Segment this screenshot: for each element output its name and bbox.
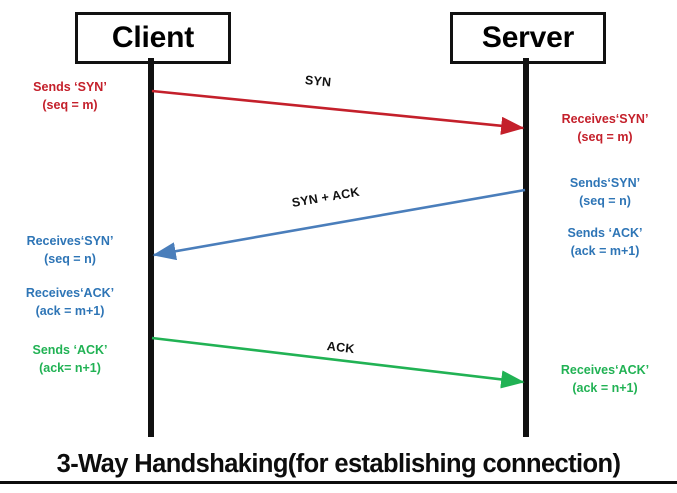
server-note-receives-ack-line1: Receives‘ACK’ xyxy=(560,363,650,377)
client-note-sends-syn-line2: (seq = m) xyxy=(42,98,98,113)
client-note-receives-ack: Receives‘ACK’ (ack = m+1) xyxy=(0,284,140,320)
client-note-sends-ack: Sends ‘ACK’ (ack= n+1) xyxy=(0,341,140,377)
server-note-sends-ack-line1: Sends ‘ACK’ xyxy=(567,226,643,240)
client-note-receives-ack-line1: Receives‘ACK’ xyxy=(25,286,115,300)
client-note-sends-ack-line1: Sends ‘ACK’ xyxy=(32,343,108,357)
diagram-caption: 3-Way Handshaking(for establishing conne… xyxy=(0,450,677,484)
server-node-box: Server xyxy=(450,12,606,64)
client-note-receives-syn: Receives‘SYN’ (seq = n) xyxy=(0,232,140,268)
client-note-receives-syn-line2: (seq = n) xyxy=(44,252,96,267)
arrow-syn xyxy=(151,89,525,135)
client-label: Client xyxy=(111,21,195,54)
client-note-sends-syn: Sends ‘SYN’ (seq = m) xyxy=(0,78,140,114)
message-label-syn: SYN xyxy=(304,73,332,90)
server-note-receives-syn-line2: (seq = m) xyxy=(577,130,633,145)
server-note-sends-syn-line2: (seq = n) xyxy=(579,194,631,209)
message-label-ack: ACK xyxy=(326,339,356,357)
message-label-syn-ack: SYN + ACK xyxy=(290,184,361,210)
server-note-receives-ack: Receives‘ACK’ (ack = n+1) xyxy=(540,361,670,397)
server-note-receives-syn: Receives‘SYN’ (seq = m) xyxy=(540,110,670,146)
client-note-sends-ack-line2: (ack= n+1) xyxy=(39,361,101,376)
server-note-sends-ack: Sends ‘ACK’ (ack = m+1) xyxy=(540,224,670,260)
server-label: Server xyxy=(481,21,575,54)
server-note-receives-ack-line2: (ack = n+1) xyxy=(572,381,638,396)
client-note-receives-ack-line2: (ack = m+1) xyxy=(35,304,105,319)
server-note-receives-syn-line1: Receives‘SYN’ xyxy=(561,112,649,126)
client-node-box: Client xyxy=(75,12,231,64)
server-note-sends-ack-line2: (ack = m+1) xyxy=(570,244,640,259)
server-note-sends-syn-line1: Sends‘SYN’ xyxy=(569,176,641,190)
client-note-sends-syn-line1: Sends ‘SYN’ xyxy=(33,80,107,94)
client-note-receives-syn-line1: Receives‘SYN’ xyxy=(26,234,114,248)
server-note-sends-syn: Sends‘SYN’ (seq = n) xyxy=(540,174,670,210)
